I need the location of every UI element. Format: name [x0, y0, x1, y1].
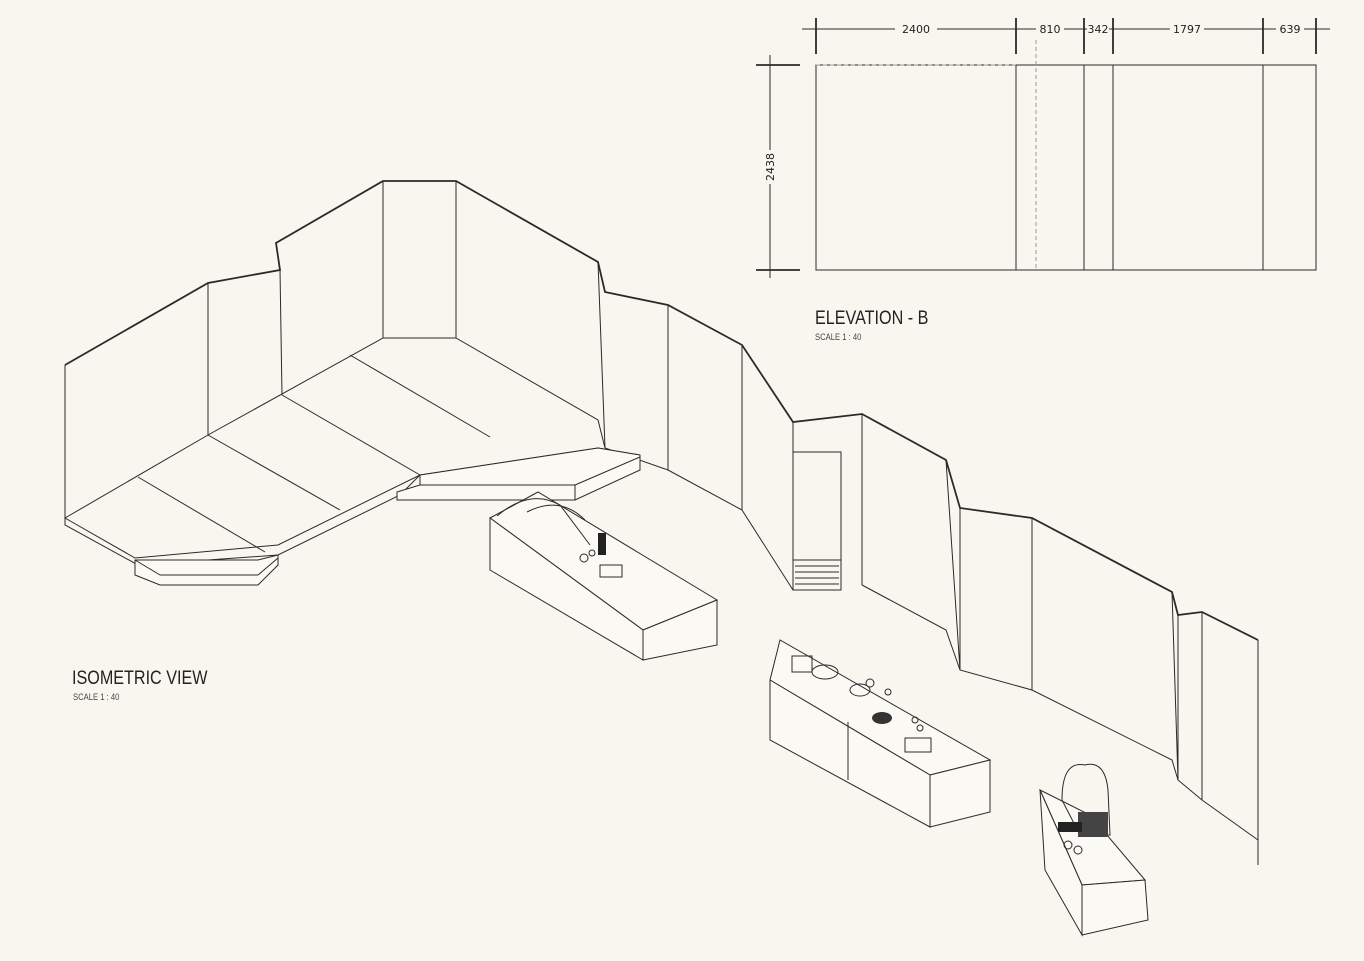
elevation-scale: SCALE 1 : 40 [815, 332, 862, 342]
isometric-walls [64, 180, 1259, 865]
counter-2 [769, 639, 992, 828]
dim-height: 2438 [764, 153, 777, 181]
isometric-scale: SCALE 1 : 40 [73, 692, 120, 702]
counter-1 [489, 491, 719, 661]
isometric-title: ISOMETRIC VIEW [72, 668, 208, 689]
dim-width-5: 639 [1280, 23, 1301, 36]
elevation-title: ELEVATION - B [815, 308, 929, 329]
dim-width-2: 810 [1040, 23, 1061, 36]
dim-width-1: 2400 [902, 23, 930, 36]
elevation-b-drawing: 2400 810 342 1797 639 2438 [756, 18, 1330, 278]
dim-width-3: 342 [1088, 23, 1109, 36]
dim-width-4: 1797 [1173, 23, 1201, 36]
counter-3 [1038, 763, 1149, 937]
